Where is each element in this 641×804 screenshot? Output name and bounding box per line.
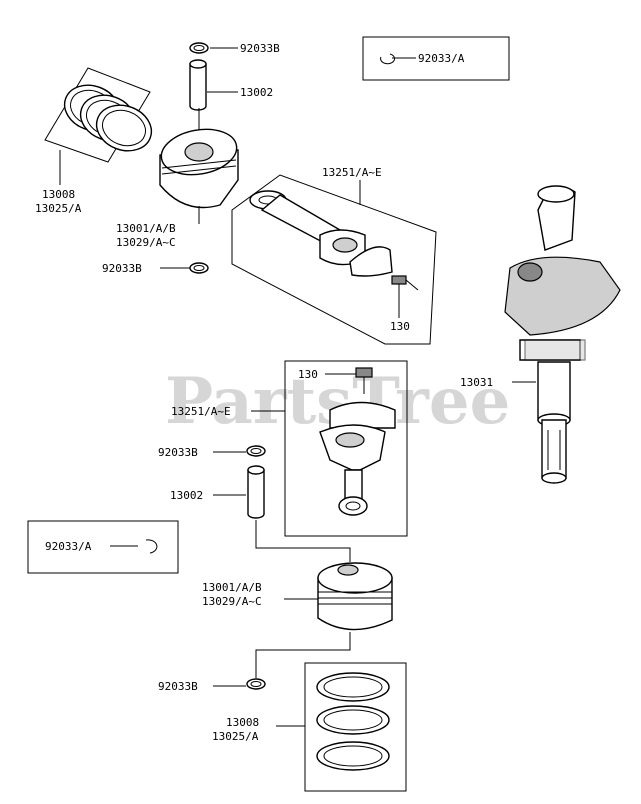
label-92033b-top-lower: 92033B: [102, 262, 142, 275]
crankshaft[interactable]: [504, 185, 621, 484]
label-92033a-lower: 92033/A: [45, 540, 92, 553]
label-13008-top: 13008: [42, 188, 75, 201]
clip-92033b-lower-bottom[interactable]: [246, 678, 266, 690]
piston-pin-lower[interactable]: [247, 465, 265, 519]
note-box-top: [362, 36, 510, 81]
label-92033b-top: 92033B: [240, 42, 280, 55]
rod-bolt-top[interactable]: [391, 275, 419, 291]
label-13008-lower: 13008: [226, 716, 259, 729]
label-13251ae-lower: 13251/A~E: [171, 405, 231, 418]
note-box-lower: [27, 520, 179, 574]
label-130-top: 130: [390, 320, 410, 333]
clip-92033a-lower[interactable]: [145, 539, 158, 554]
label-13031: 13031: [460, 376, 493, 389]
piston-top[interactable]: [158, 124, 240, 209]
label-13001ab-lower: 13001/A/B: [202, 581, 262, 594]
rod-box-lower: [284, 360, 408, 537]
clip-92033b-top-lower[interactable]: [189, 262, 209, 274]
rod-box-top: [231, 174, 437, 345]
label-13002-lower: 13002: [170, 489, 203, 502]
label-13025a-lower: 13025/A: [212, 730, 259, 743]
piston-pin-top[interactable]: [189, 59, 207, 111]
connecting-rod-top[interactable]: [249, 190, 393, 277]
connecting-rod-lower[interactable]: [319, 401, 396, 516]
clip-92033b-top[interactable]: [189, 42, 209, 54]
label-13251ae-top: 13251/A~E: [322, 166, 382, 179]
label-13002-top: 13002: [240, 86, 273, 99]
piston-lower[interactable]: [317, 562, 393, 631]
label-92033a-top: 92033/A: [418, 52, 465, 65]
rings-box-lower: [304, 662, 407, 792]
label-13029ac-lower: 13029/A~C: [202, 595, 262, 608]
rod-bolt-lower[interactable]: [355, 367, 373, 394]
label-13025a-top: 13025/A: [35, 202, 82, 215]
label-13001ab-top: 13001/A/B: [116, 222, 176, 235]
label-92033b-lower: 92033B: [158, 446, 198, 459]
label-13029ac-top: 13029/A~C: [116, 236, 176, 249]
piston-rings-top[interactable]: [44, 67, 158, 163]
label-130-lower: 130: [298, 368, 318, 381]
clip-92033a-top[interactable]: [380, 53, 396, 65]
clip-92033b-lower[interactable]: [246, 445, 266, 457]
label-92033b-lower-bottom: 92033B: [158, 680, 198, 693]
piston-rings-lower[interactable]: [316, 672, 390, 771]
